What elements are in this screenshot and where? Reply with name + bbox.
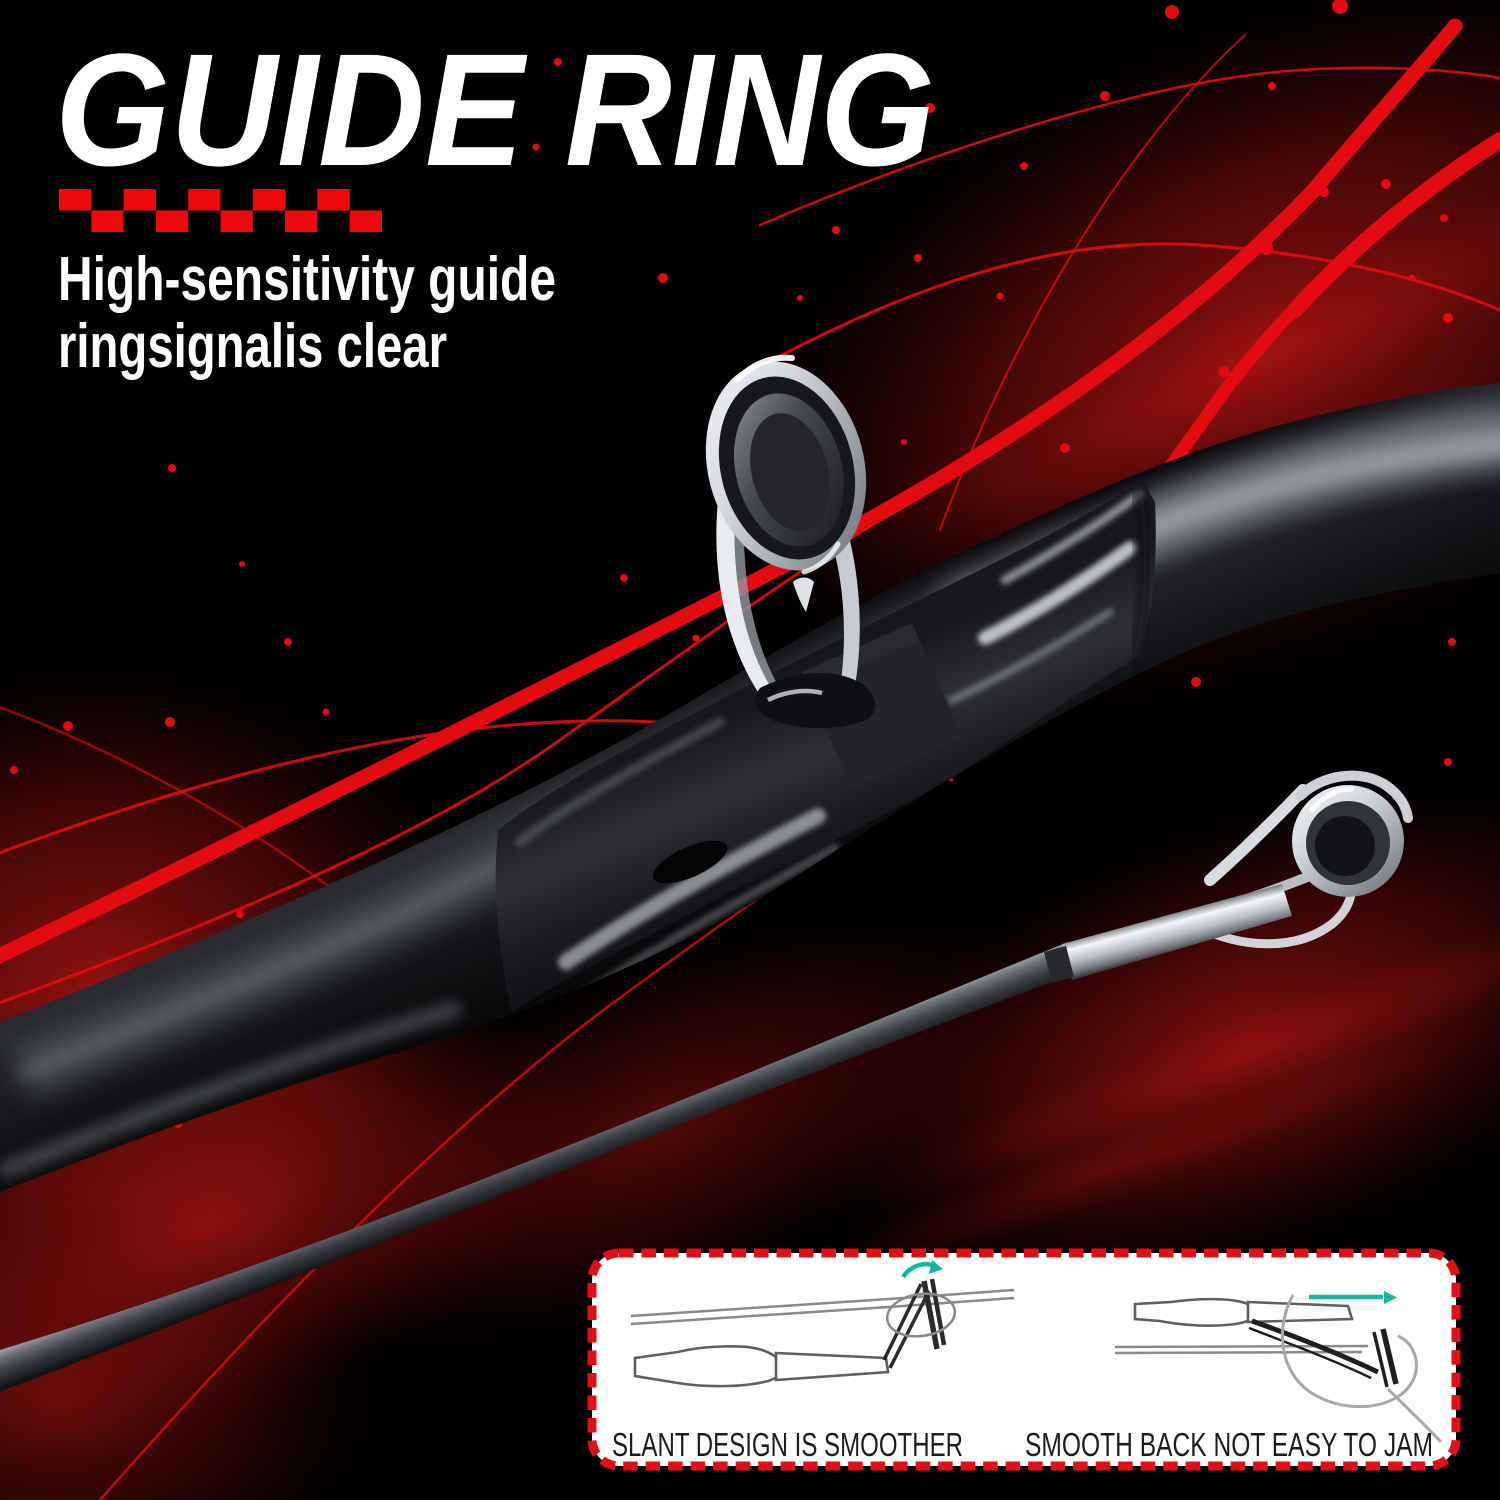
- svg-text:High-sensitivity guide: High-sensitivity guide: [58, 245, 556, 314]
- svg-text:GUIDE RING: GUIDE RING: [55, 20, 935, 199]
- svg-text:SMOOTH BACK NOT EASY TO JAM: SMOOTH BACK NOT EASY TO JAM: [1025, 1426, 1433, 1463]
- svg-text:SLANT DESIGN IS SMOOTHER: SLANT DESIGN IS SMOOTHER: [612, 1426, 963, 1463]
- svg-text:ringsignalis clear: ringsignalis clear: [58, 312, 447, 381]
